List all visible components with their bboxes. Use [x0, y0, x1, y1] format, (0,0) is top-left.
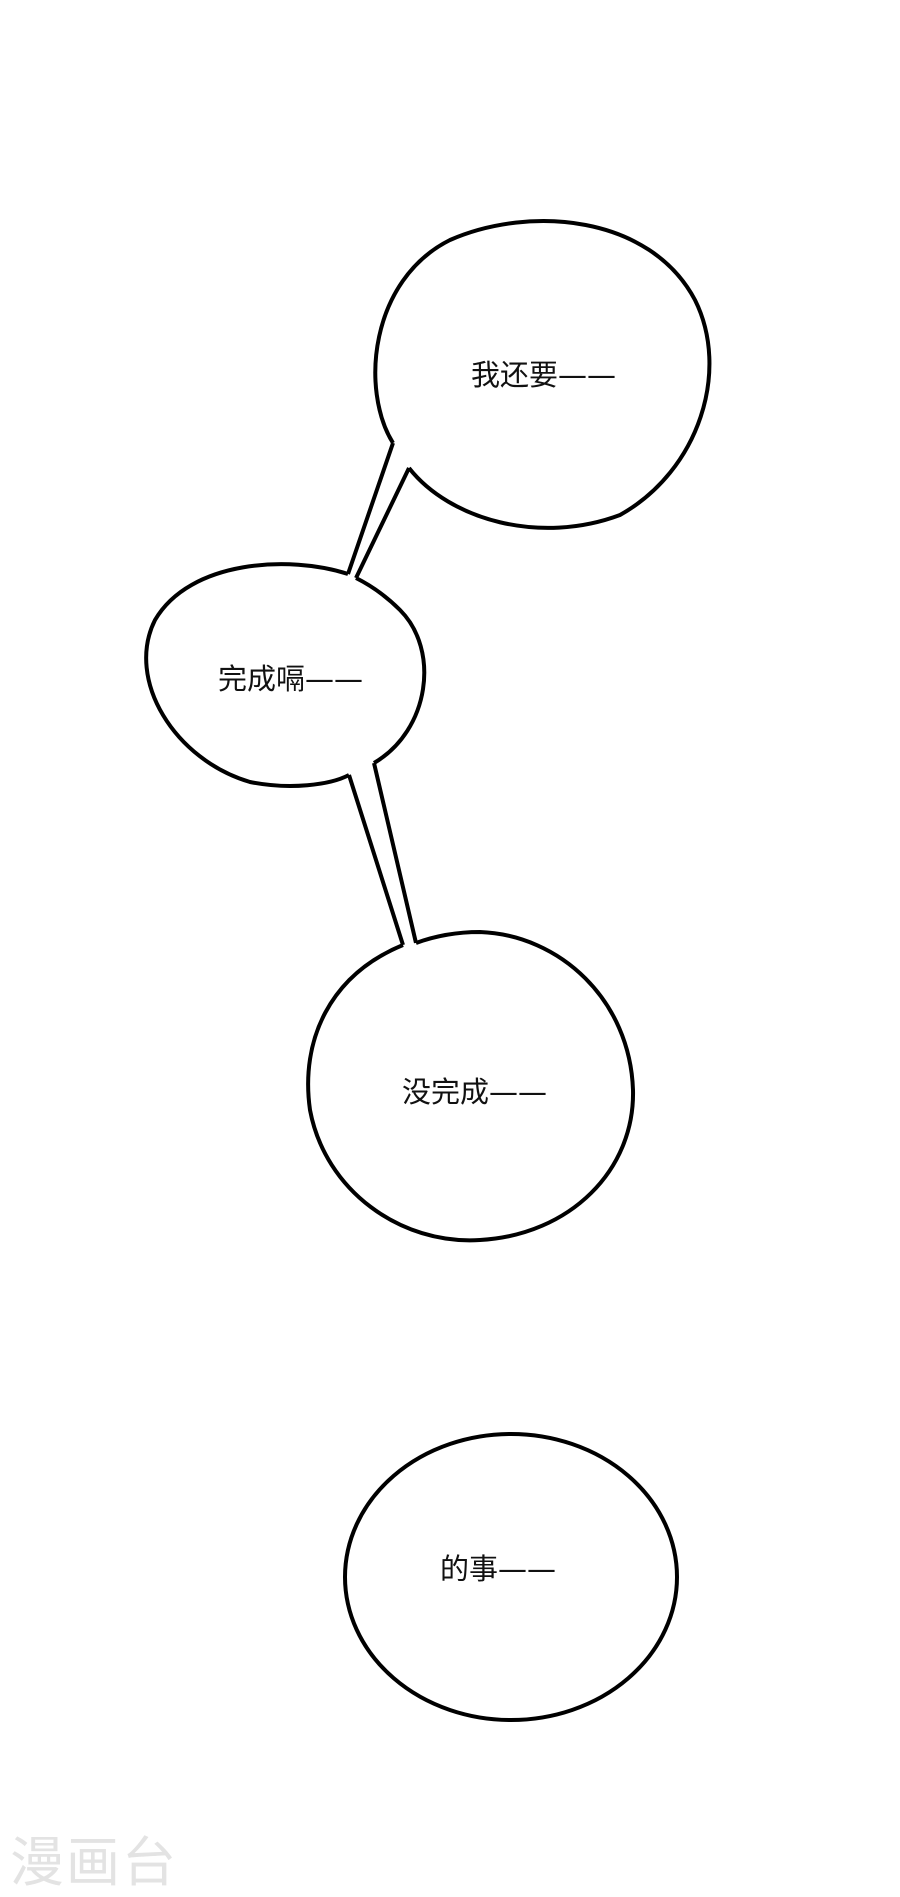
bubble-3-text: 没完成——	[402, 1075, 548, 1109]
bubble-4-text: 的事——	[440, 1552, 557, 1586]
bubble-2-text: 完成嗝——	[218, 662, 364, 696]
speech-bubble-tail-2	[347, 762, 418, 946]
speech-bubble-tail-1	[346, 442, 411, 579]
speech-bubble-1	[373, 219, 712, 530]
speech-bubble-2	[144, 562, 427, 788]
speech-bubble-4	[343, 1432, 679, 1722]
bubble-1-text: 我还要——	[471, 358, 617, 392]
speech-bubble-3	[306, 929, 636, 1243]
watermark-logo: 漫画台	[10, 1831, 178, 1894]
